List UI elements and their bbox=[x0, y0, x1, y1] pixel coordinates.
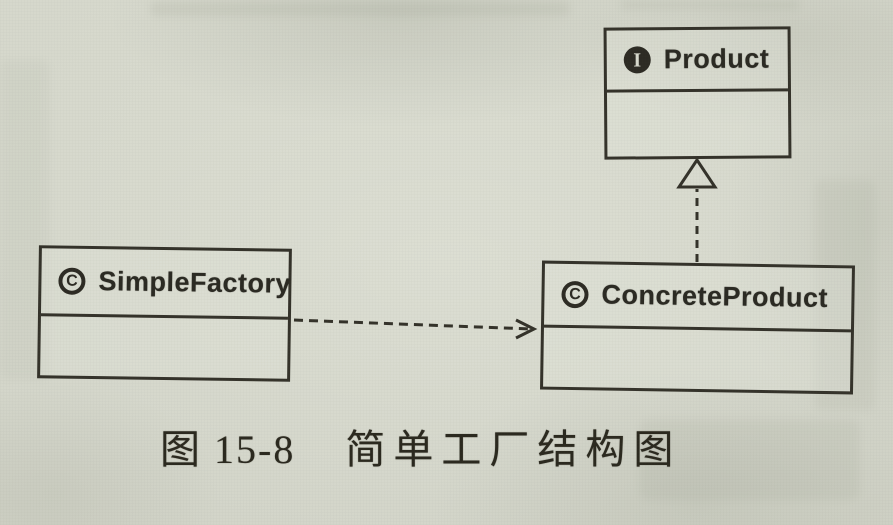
uml-class-concreteproduct: C ConcreteProduct bbox=[540, 260, 855, 395]
uml-class-product-name-compartment: I Product bbox=[606, 29, 788, 93]
class-icon: C bbox=[58, 267, 86, 295]
uml-class-product: I Product bbox=[603, 26, 792, 160]
figure-caption: 图 15-8 简单工厂结构图 bbox=[160, 428, 760, 472]
uml-class-simplefactory: C SimpleFactory bbox=[37, 245, 292, 382]
class-icon: C bbox=[561, 280, 589, 309]
uml-class-concreteproduct-name-compartment: C ConcreteProduct bbox=[543, 263, 852, 333]
figure-caption-title: 简单工厂结构图 bbox=[345, 427, 682, 472]
class-name: SimpleFactory bbox=[98, 266, 292, 299]
uml-class-product-members-compartment bbox=[607, 91, 788, 156]
uml-class-concreteproduct-members-compartment bbox=[543, 328, 851, 392]
uml-class-simplefactory-members-compartment bbox=[40, 316, 288, 378]
figure-caption-number: 图 15-8 bbox=[160, 427, 296, 472]
class-name: ConcreteProduct bbox=[601, 279, 829, 314]
class-name: Product bbox=[663, 43, 770, 75]
uml-class-simplefactory-name-compartment: C SimpleFactory bbox=[40, 248, 292, 320]
interface-icon: I bbox=[623, 46, 651, 74]
